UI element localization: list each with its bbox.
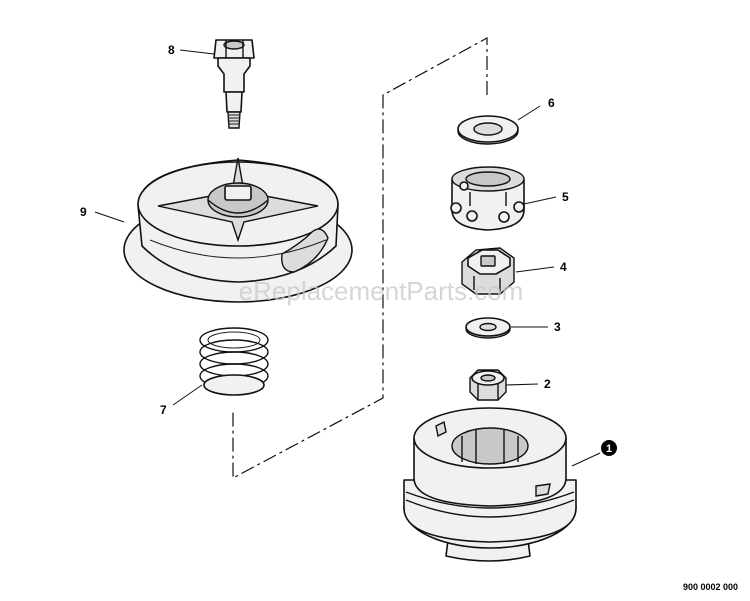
part-8-bolt[interactable] [213, 39, 255, 129]
part-2-nut[interactable] [469, 369, 507, 401]
watermark-text: eReplacementParts.com [239, 276, 524, 306]
part-3-washer[interactable] [465, 317, 511, 339]
callout-4: 4 [560, 260, 567, 274]
callout-1-badge: 1 [601, 440, 617, 456]
callout-9: 9 [80, 205, 87, 219]
callout-7: 7 [160, 403, 167, 417]
callout-8: 8 [168, 43, 175, 57]
part-5-cage[interactable] [450, 166, 525, 231]
part-7-spring[interactable] [199, 327, 269, 396]
part-6-washer[interactable] [457, 115, 519, 145]
callout-5: 5 [562, 190, 569, 204]
callout-1: 1 [606, 443, 612, 455]
callout-6: 6 [548, 96, 555, 110]
callout-3: 3 [554, 320, 561, 334]
part-1-spool-head[interactable] [403, 407, 577, 562]
callout-2: 2 [544, 377, 551, 391]
part-4-drive-insert[interactable] [461, 247, 515, 295]
reference-code: 900 0002 000 [683, 582, 738, 592]
part-9-drum[interactable] [123, 157, 353, 303]
leader-lines [94, 49, 601, 467]
assembly-centerline [232, 36, 488, 479]
